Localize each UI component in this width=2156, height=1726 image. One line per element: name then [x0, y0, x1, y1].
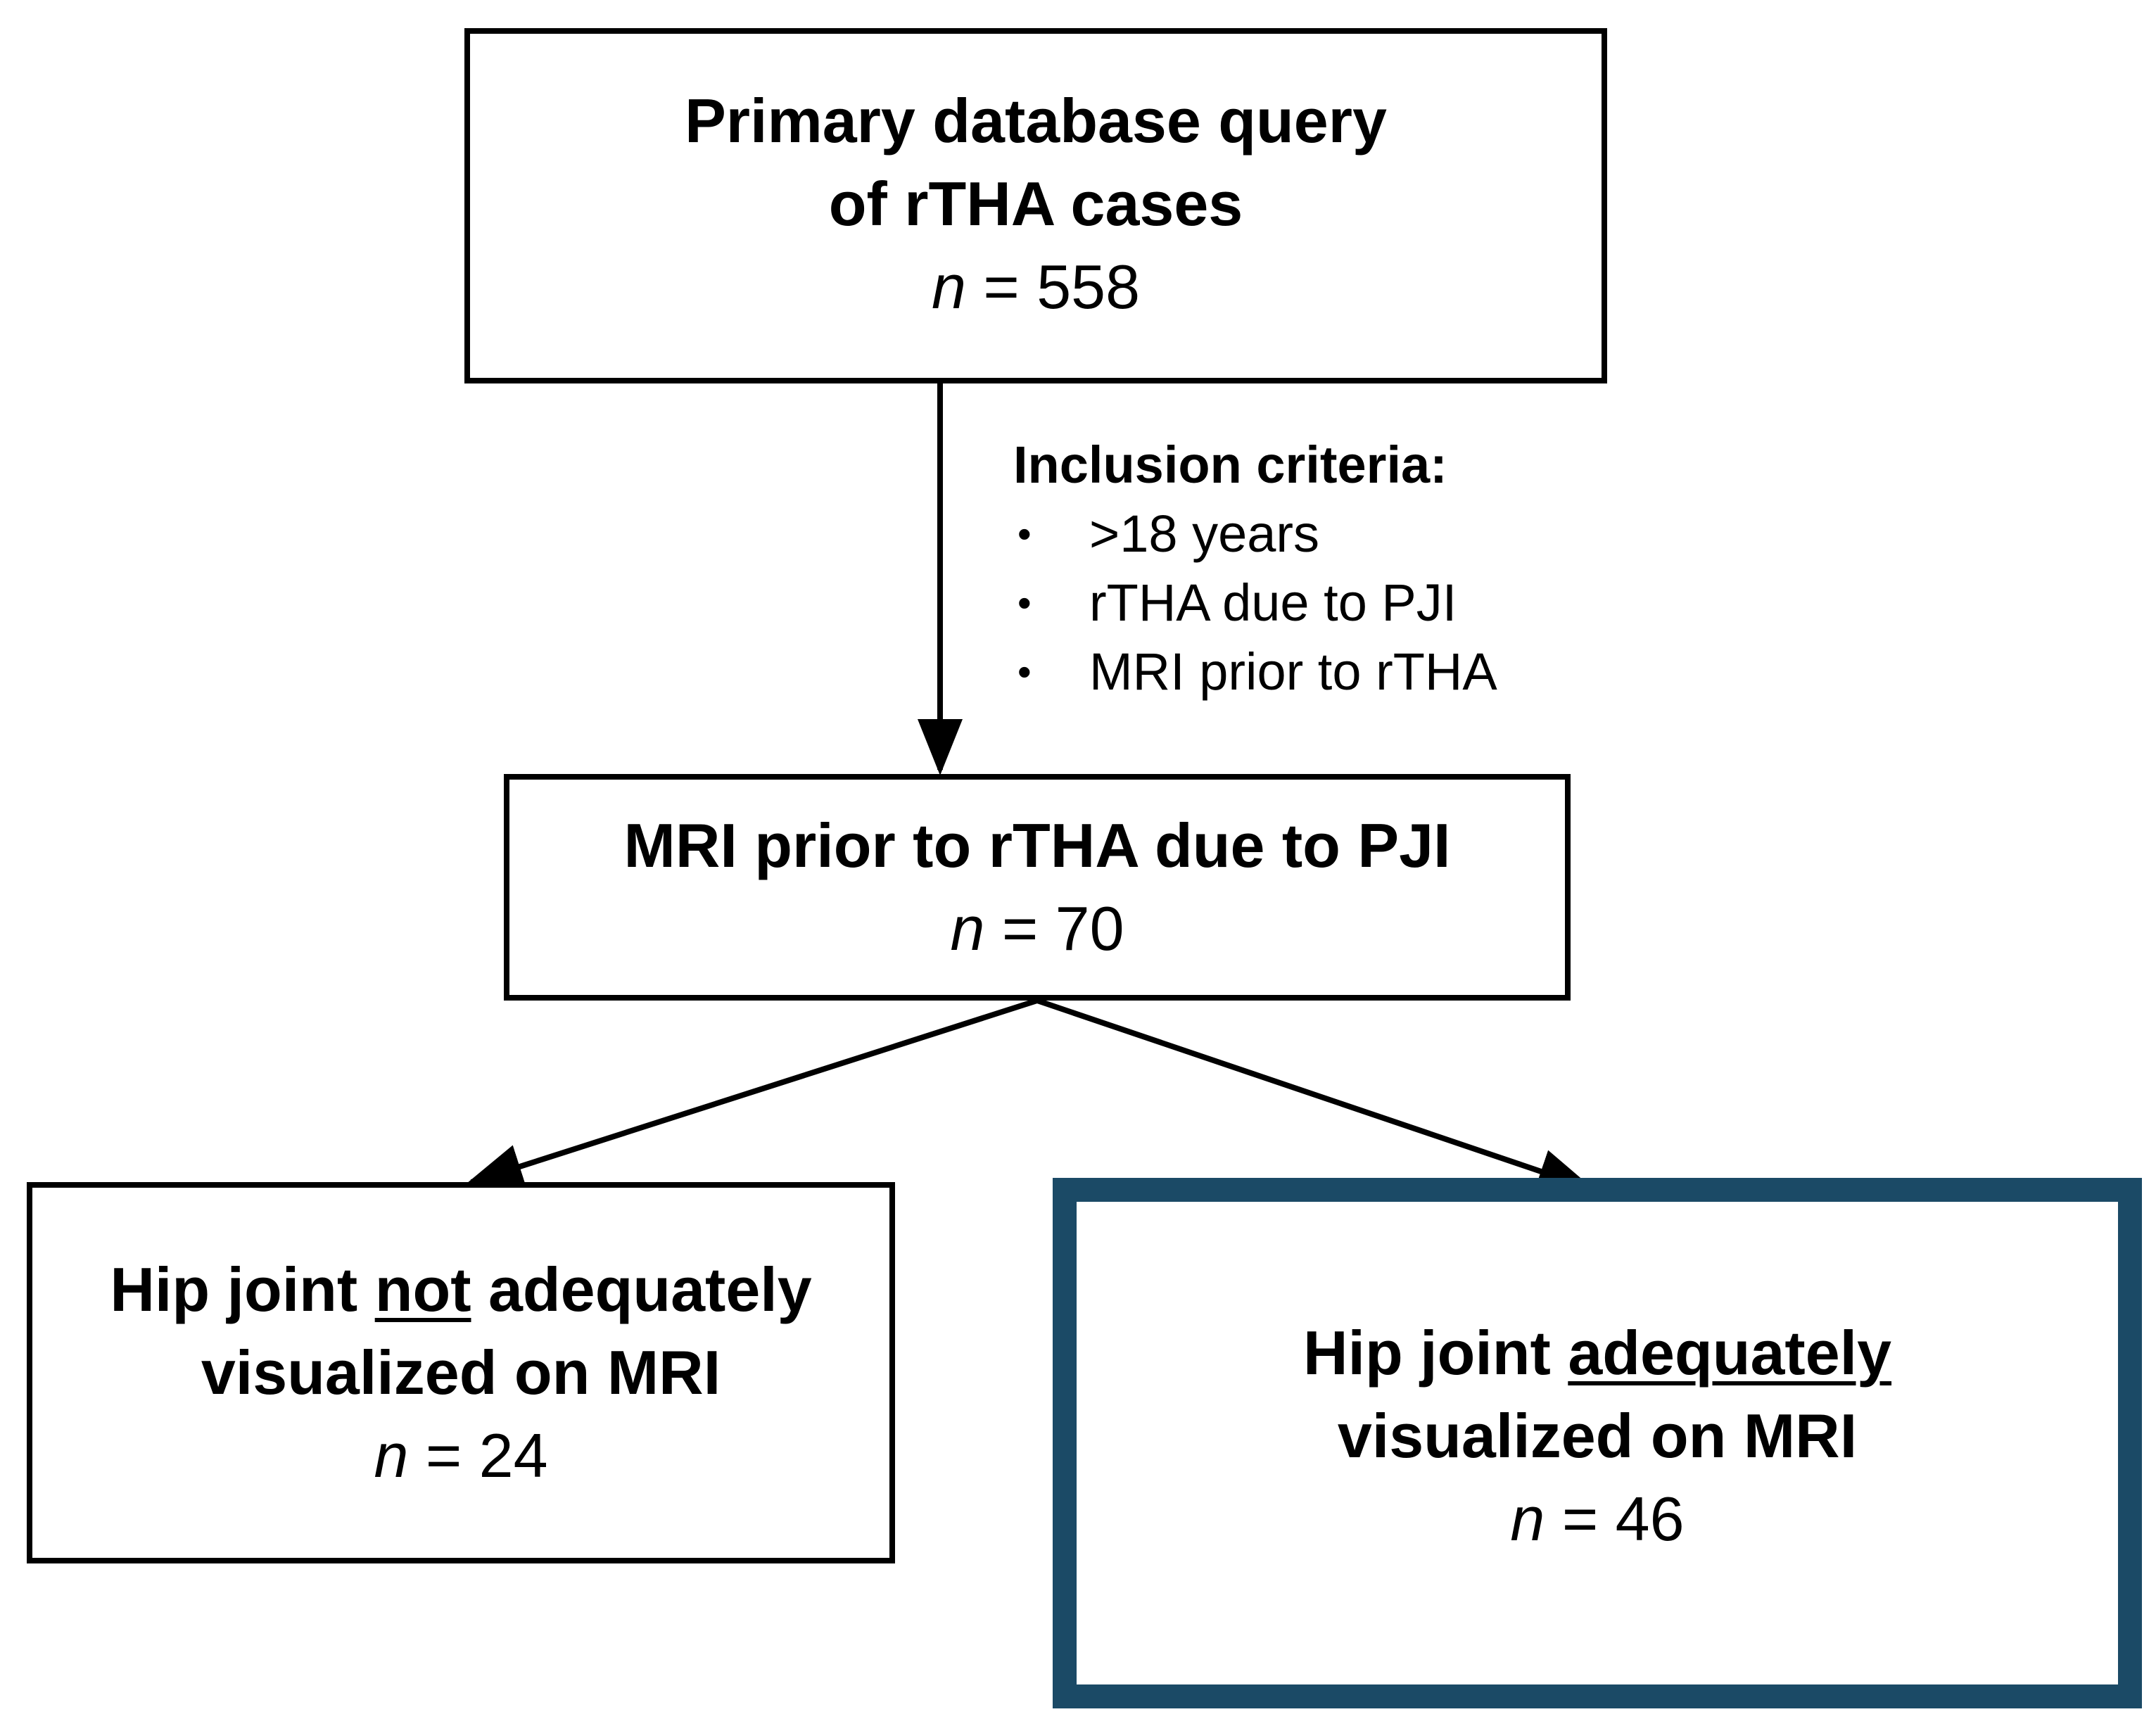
criteria-item-text: MRI prior to rTHA — [1089, 642, 1497, 701]
query-title-line1: Primary database query — [685, 85, 1387, 156]
mri-box: MRI prior to rTHA due to PJI n = 70 — [504, 774, 1571, 1001]
criteria-item: • rTHA due to PJI — [1013, 569, 1576, 637]
not-visualized-title-line2: visualized on MRI — [201, 1338, 721, 1407]
criteria-item: • MRI prior to rTHA — [1013, 637, 1576, 706]
title-text: adequately — [471, 1255, 812, 1324]
emphasis-not: not — [374, 1255, 471, 1324]
not-visualized-box: Hip joint not adequately visualized on M… — [27, 1182, 895, 1563]
visualized-box: Hip joint adequately visualized on MRI n… — [1053, 1178, 2142, 1708]
title-text: Hip joint — [1302, 1318, 1568, 1388]
n-label: n — [950, 894, 985, 963]
bullet-icon: • — [1017, 512, 1032, 556]
n-label: n — [1510, 1484, 1545, 1554]
bullet-icon: • — [1017, 649, 1032, 694]
arrow-mri-to-visualized — [1036, 998, 1594, 1193]
visualized-count: n = 46 — [1303, 1478, 1891, 1561]
visualized-title-line2: visualized on MRI — [1337, 1401, 1858, 1471]
inclusion-criteria: Inclusion criteria: • >18 years • rTHA due… — [1013, 431, 1576, 706]
emphasis-adequately: adequately — [1568, 1318, 1892, 1388]
arrow-mri-to-not-visualized — [466, 998, 1039, 1188]
criteria-item: • >18 years — [1013, 500, 1576, 569]
mri-count-value: = 70 — [984, 894, 1124, 963]
query-title-line2: of rTHA cases — [828, 168, 1243, 239]
criteria-list: • >18 years • rTHA due to PJI • MRI prior t… — [1013, 500, 1576, 706]
criteria-item-text: rTHA due to PJI — [1089, 573, 1457, 632]
query-count: n = 558 — [932, 246, 1140, 329]
mri-title: MRI prior to rTHA due to PJI — [623, 811, 1451, 880]
not-visualized-count: n = 24 — [374, 1414, 547, 1497]
title-text: Hip joint — [110, 1255, 375, 1324]
visualized-count-value: = 46 — [1545, 1484, 1685, 1554]
mri-count: n = 70 — [950, 887, 1124, 970]
criteria-heading: Inclusion criteria: — [1013, 436, 1447, 494]
criteria-item-text: >18 years — [1089, 505, 1320, 563]
bullet-icon: • — [1017, 580, 1032, 625]
query-count-value: = 558 — [965, 251, 1141, 322]
visualized-box-content: Hip joint adequately visualized on MRI n… — [1303, 1312, 1891, 1561]
not-visualized-title-line1: Hip joint not adequately — [110, 1248, 811, 1331]
not-visualized-count-value: = 24 — [408, 1421, 548, 1490]
query-box: Primary database query of rTHA cases n =… — [464, 28, 1607, 383]
n-label: n — [931, 251, 966, 322]
visualized-title-line1: Hip joint adequately — [1303, 1312, 1891, 1395]
n-label: n — [374, 1421, 409, 1490]
